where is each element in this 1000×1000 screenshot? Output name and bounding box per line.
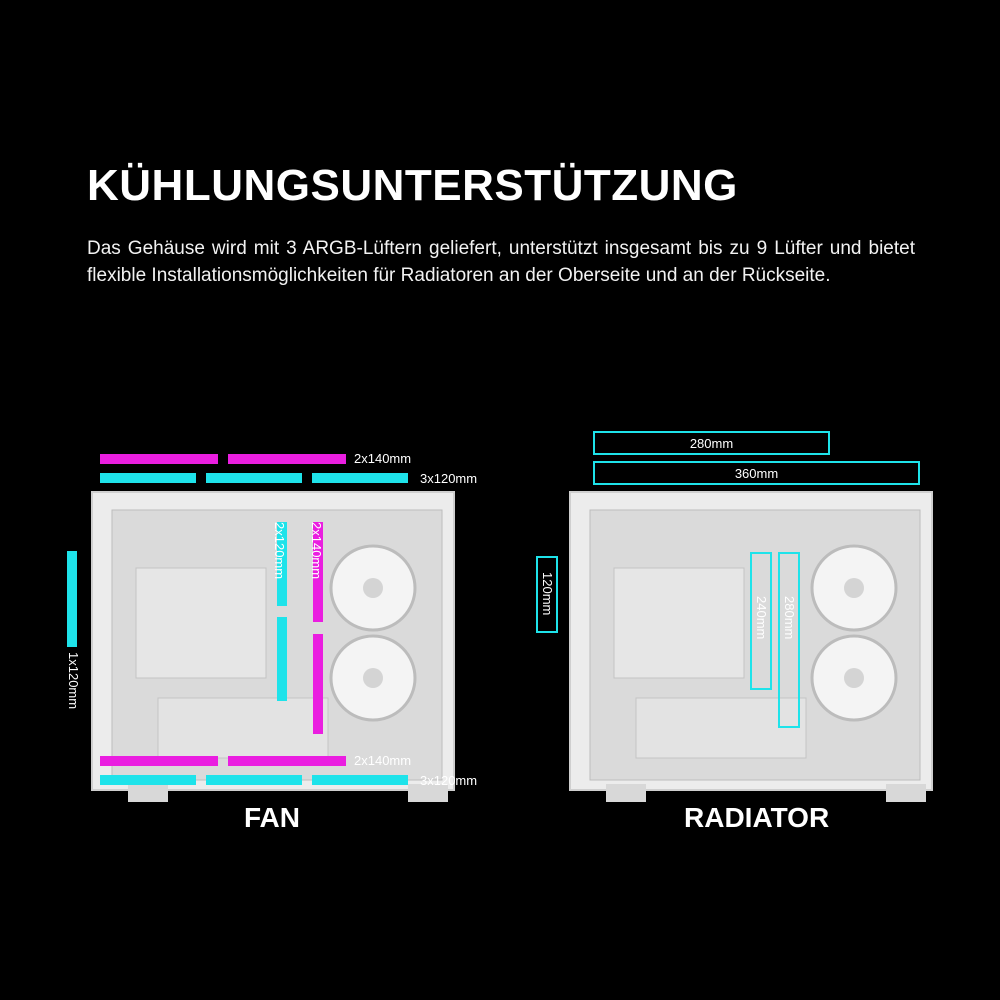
radiator-section-label: RADIATOR: [684, 802, 830, 833]
fan-top-2x140-label: 2x140mm: [354, 451, 412, 466]
case-illustration-radiator: [569, 491, 933, 802]
fan-mid-2x120-label: 2x120mm: [272, 522, 287, 580]
radiator-top-280-label: 280mm: [689, 435, 734, 451]
radiator-top-360-label: 360mm: [734, 465, 779, 481]
radiator-rear-120-label: 120mm: [540, 572, 555, 616]
fan-top-120-bar-1: [100, 473, 196, 483]
radiator-mid-240-label: 240mm: [754, 596, 769, 640]
fan-top-140-bar-1: [100, 454, 218, 464]
fan-top-3x120-label: 3x120mm: [420, 471, 478, 486]
fan-bottom-120-bar-3: [312, 775, 408, 785]
description-text: Das Gehäuse wird mit 3 ARGB-Lüftern geli…: [87, 238, 915, 286]
radiator-mid-240-box: [750, 552, 772, 690]
fan-bottom-120-bar-1: [100, 775, 196, 785]
radiator-top-280-box: 280mm: [593, 431, 830, 455]
fan-rear-120-bar: [67, 551, 77, 647]
fan-mid-2x140-label: 2x140mm: [309, 522, 324, 580]
page-title: KÜHLUNGSUNTERSTÜTZUNG: [87, 161, 738, 210]
radiator-top-360-box: 360mm: [593, 461, 920, 485]
fan-section-label: FAN: [244, 802, 300, 833]
fan-bottom-120-bar-2: [206, 775, 302, 785]
fan-bottom-140-bar-2: [228, 756, 346, 766]
fan-rear-1x120-label: 1x120mm: [66, 652, 81, 710]
fan-mid-140-bar-1: [313, 522, 323, 622]
fan-mid-120-bar-2: [277, 617, 287, 701]
fan-top-120-bar-3: [312, 473, 408, 483]
radiator-mid-280-label: 280mm: [782, 596, 797, 640]
fan-mid-140-bar-2: [313, 634, 323, 734]
fan-bottom-140-bar-1: [100, 756, 218, 766]
fan-top-120-bar-2: [206, 473, 302, 483]
radiator-mid-280-box: [778, 552, 800, 728]
fan-bottom-2x140-label: 2x140mm: [354, 753, 412, 768]
fan-mid-120-bar-1: [277, 522, 287, 606]
fan-top-140-bar-2: [228, 454, 346, 464]
radiator-rear-120-box: [536, 556, 558, 633]
fan-bottom-3x120-label: 3x120mm: [420, 773, 478, 788]
